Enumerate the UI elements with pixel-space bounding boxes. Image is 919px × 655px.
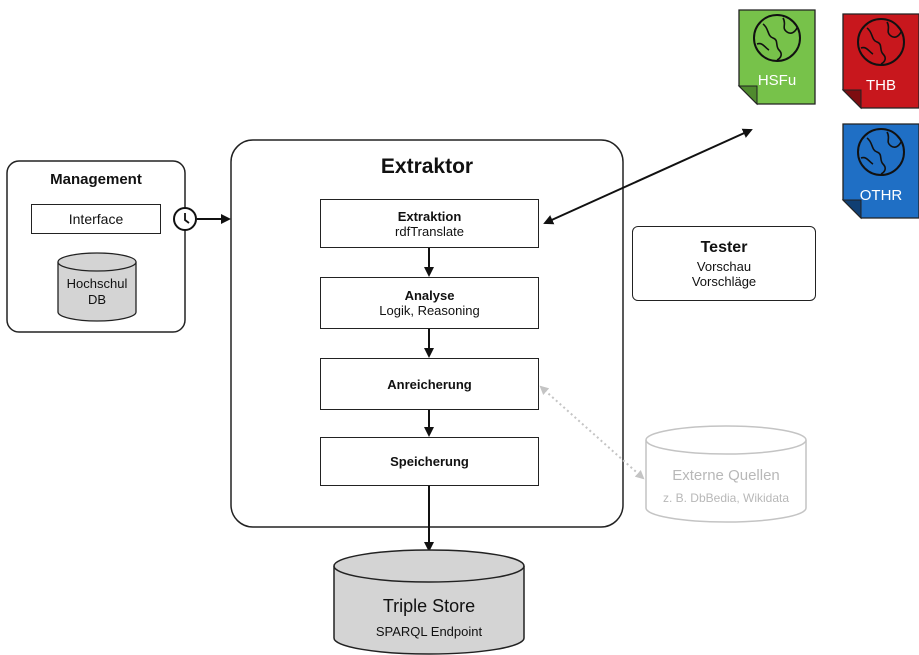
external-sources-cylinder (645, 425, 807, 523)
management-container (6, 160, 186, 333)
step-anreicherung: Anreicherung (320, 358, 539, 410)
triple-store-cylinder (333, 549, 525, 655)
step-analyse: Analyse Logik, Reasoning (320, 277, 539, 329)
extraktion-sources-arrow (543, 128, 753, 225)
step-extraktion-title: Extraktion (397, 208, 462, 224)
source-label-hsfu: HSFu (757, 72, 797, 89)
triple-store-title: Triple Store (382, 596, 476, 616)
source-label-othr: OTHR (859, 187, 903, 204)
step-extraktion: Extraktion rdfTranslate (320, 199, 539, 248)
globe-icon (857, 128, 905, 176)
tester-box: Tester Vorschau Vorschläge (632, 226, 816, 301)
tester-line1: Vorschau (696, 258, 752, 274)
step-speicherung-title: Speicherung (390, 454, 469, 469)
external-sources-title: Externe Quellen (672, 467, 780, 484)
source-doc-thb (841, 13, 919, 110)
tester-title: Tester (700, 238, 748, 256)
interface-box: Interface (31, 204, 161, 234)
interface-label: Interface (68, 211, 124, 227)
triple-store-subtitle: SPARQL Endpoint (375, 624, 483, 639)
step-extraktion-subtitle: rdfTranslate (395, 223, 464, 239)
source-doc-othr (841, 123, 919, 220)
management-title: Management (50, 171, 142, 188)
hochschul-db-label: Hochschul DB (66, 276, 128, 307)
globe-icon (753, 14, 801, 62)
step-analyse-title: Analyse (404, 288, 455, 303)
tester-line2: Vorschläge (691, 273, 757, 289)
external-sources-subtitle: z. B. DbBedia, Wikidata (662, 491, 790, 505)
step-speicherung: Speicherung (320, 437, 539, 486)
extraktor-title: Extraktor (380, 155, 474, 178)
hochschul-db-cylinder (57, 252, 137, 322)
globe-icon (857, 18, 905, 66)
source-label-thb: THB (866, 77, 896, 94)
step-anreicherung-title: Anreicherung (387, 376, 472, 392)
step-analyse-subtitle: Logik, Reasoning (379, 303, 480, 318)
clock-icon (173, 207, 197, 231)
source-doc-hsfu (737, 9, 816, 106)
